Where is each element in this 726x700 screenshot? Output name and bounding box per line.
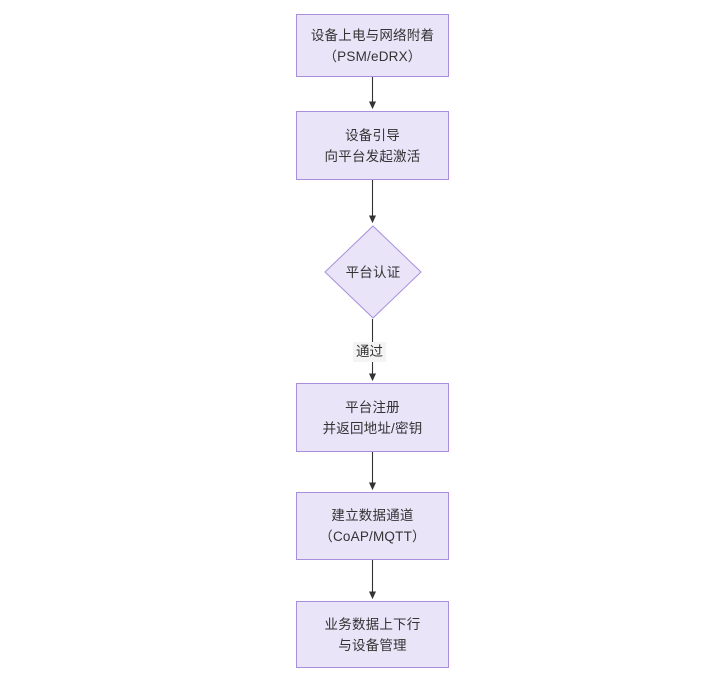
- flow-node-label: 业务数据上下行 与设备管理: [324, 616, 421, 653]
- flow-node-label: 设备引导 向平台发起激活: [324, 127, 421, 164]
- edge-label-pass: 通过: [353, 342, 386, 362]
- flow-node-label: 平台认证: [345, 264, 401, 280]
- flow-node-device-power-on[interactable]: 设备上电与网络附着 （PSM/eDRX）: [296, 14, 449, 77]
- flow-node-device-bootstrap[interactable]: 设备引导 向平台发起激活: [296, 111, 449, 180]
- diamond-shape: [324, 225, 422, 319]
- flow-node-platform-auth-decision[interactable]: 平台认证: [324, 225, 422, 319]
- flow-node-platform-registration[interactable]: 平台注册 并返回地址/密钥: [296, 383, 449, 452]
- flow-node-label: 平台注册 并返回地址/密钥: [322, 399, 423, 436]
- flow-node-label: 设备上电与网络附着 （PSM/eDRX）: [310, 27, 435, 64]
- flow-node-label: 建立数据通道 （CoAP/MQTT）: [319, 508, 426, 544]
- flow-node-business-data[interactable]: 业务数据上下行 与设备管理: [296, 601, 449, 668]
- flow-node-data-channel[interactable]: 建立数据通道 （CoAP/MQTT）: [296, 492, 449, 560]
